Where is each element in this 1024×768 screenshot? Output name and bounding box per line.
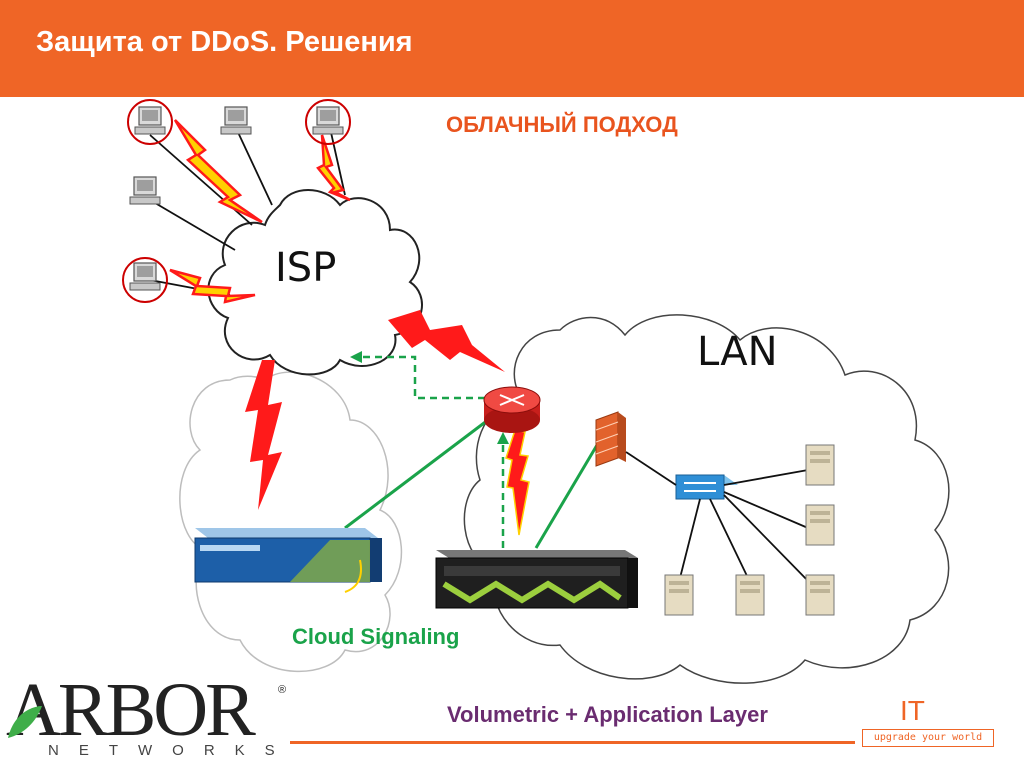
on-premise-appliance <box>435 550 638 609</box>
cloud-mitigation-appliance <box>194 528 382 593</box>
server-5-icon <box>664 574 694 616</box>
attack-bolts-pcs <box>169 119 351 304</box>
header-bar: Защита от DDoS. Решения <box>0 0 1024 97</box>
pc-attacker-1 <box>127 99 173 145</box>
pc-1 <box>220 106 252 135</box>
arbor-networks-text: NETWORKS <box>48 742 295 759</box>
arbor-leaf-icon <box>8 706 42 738</box>
pc-attacker-3 <box>122 257 168 303</box>
pace-it-tagline: upgrade your world <box>862 729 994 747</box>
switch-icon <box>675 474 738 500</box>
page-title: Защита от DDoS. Решения <box>36 26 413 58</box>
isp-cloud <box>207 189 423 376</box>
clean-traffic-dashed <box>350 351 509 548</box>
footer-divider <box>290 741 855 744</box>
server-2-icon <box>805 504 835 546</box>
lan-label: LAN <box>697 329 778 375</box>
arbor-logo-word: ARBOR <box>6 668 256 752</box>
firewall-icon <box>595 411 626 467</box>
pc-attacker-2 <box>305 99 351 145</box>
cloud-signaling-label: Cloud Signaling <box>292 624 460 649</box>
pace-it-logo-text: IT <box>900 695 925 726</box>
isp-label: ISP <box>275 245 337 291</box>
cloud-outline-left <box>179 371 403 673</box>
signal-lines <box>344 418 602 549</box>
server-4-icon <box>735 574 765 616</box>
server-3-icon <box>805 574 835 616</box>
attack-bolts-main <box>245 310 530 536</box>
diagram-subtitle: ОБЛАЧНЫЙ ПОДХОД <box>446 112 678 137</box>
volumetric-label: Volumetric + Application Layer <box>447 702 768 727</box>
lan-connections <box>625 451 813 586</box>
router-icon <box>483 386 541 433</box>
arbor-logo: ARBOR ® <box>6 668 286 752</box>
ddos-network-diagram <box>122 99 950 684</box>
arbor-registered-mark: ® <box>278 684 287 696</box>
pc-2 <box>129 176 161 205</box>
server-1-icon <box>805 444 835 486</box>
